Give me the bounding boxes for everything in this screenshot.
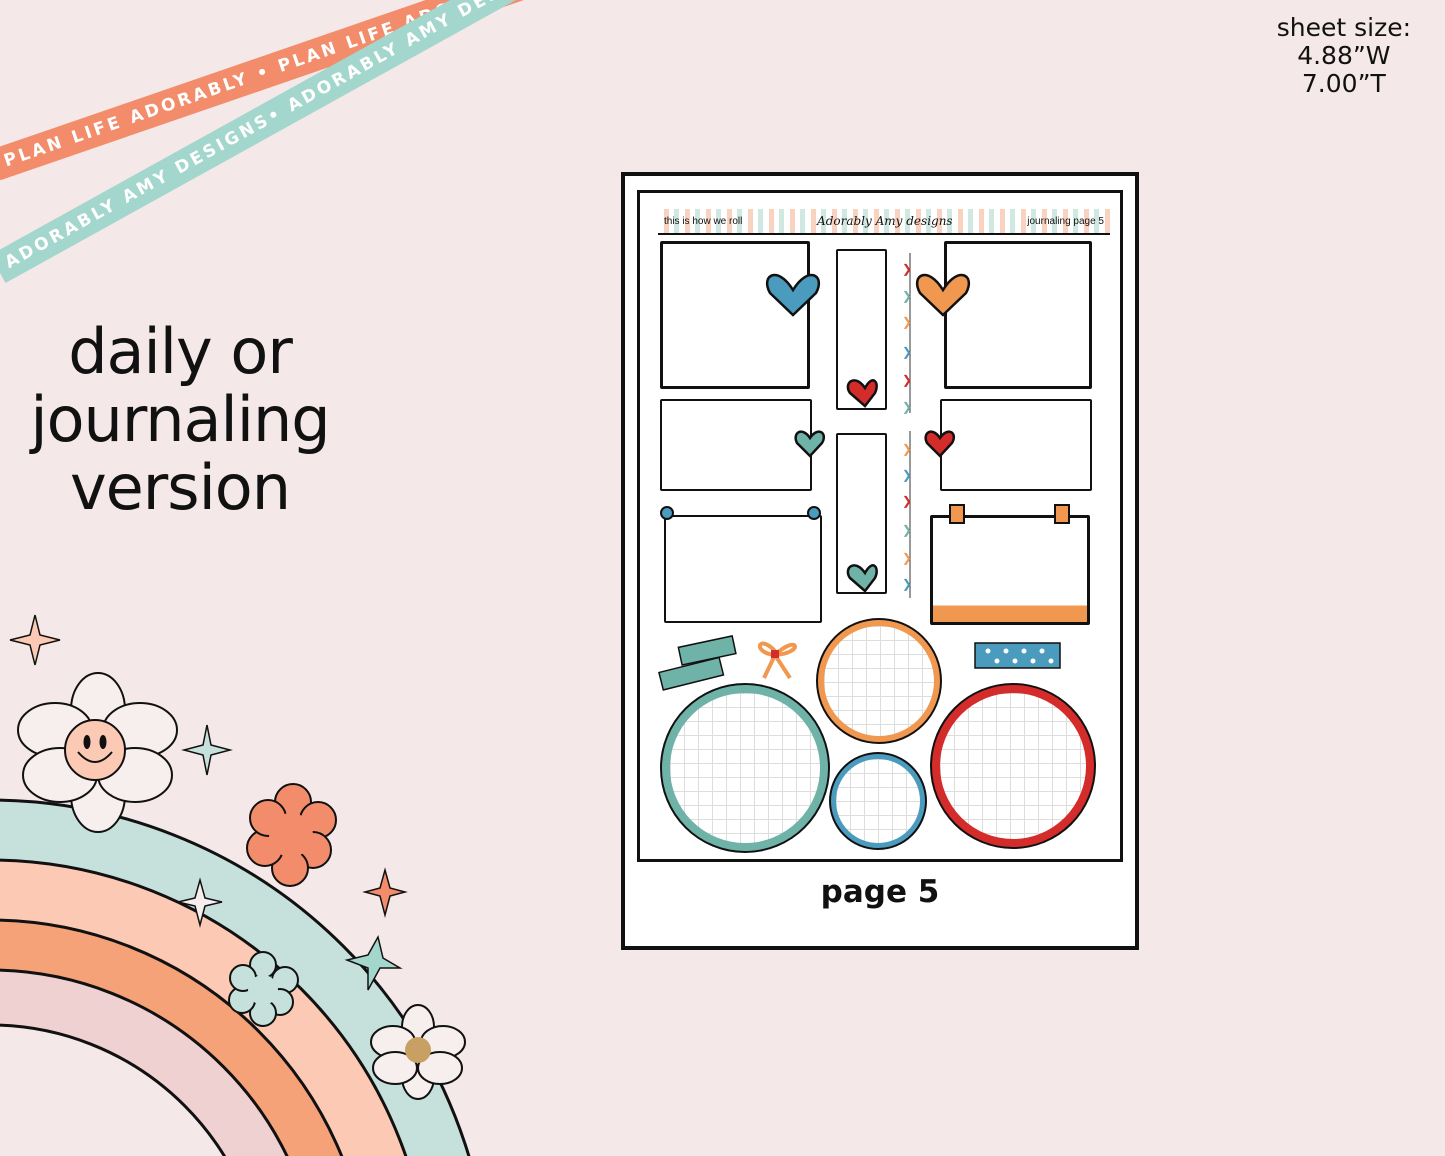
sparkle-icon bbox=[177, 877, 223, 928]
page-label: page 5 bbox=[820, 874, 940, 910]
washi-tape-striped-icon bbox=[658, 635, 737, 691]
daisy-flower-icon bbox=[370, 1004, 466, 1100]
svg-text:❯: ❯ bbox=[902, 551, 912, 565]
heart-garland-top: ❯ ❯ ❯ ❯ ❯ ❯ bbox=[902, 253, 912, 414]
sheet-size-info: sheet size: 4.88”W 7.00”T bbox=[1277, 14, 1411, 98]
sticker-sheet-card: this is how we roll Adorably Amy designs… bbox=[621, 172, 1139, 950]
tape-tab-icon bbox=[1054, 504, 1070, 524]
star-icon bbox=[344, 934, 403, 991]
svg-text:❯: ❯ bbox=[902, 577, 912, 591]
teal-circle-sticker bbox=[662, 685, 828, 851]
sheet-header-strip: this is how we roll Adorably Amy designs… bbox=[658, 209, 1110, 235]
pinned-box-sticker bbox=[664, 515, 822, 623]
washi-tape-polka-icon bbox=[974, 642, 1061, 669]
svg-text:❯: ❯ bbox=[902, 442, 912, 456]
orange-heart-icon bbox=[915, 273, 971, 317]
svg-text:❯: ❯ bbox=[902, 523, 912, 537]
medium-box-sticker-red-heart bbox=[940, 399, 1092, 491]
svg-text:❯: ❯ bbox=[902, 468, 912, 482]
red-heart-icon bbox=[846, 379, 878, 408]
large-box-sticker-blue-heart bbox=[660, 241, 810, 389]
large-box-sticker-orange-heart bbox=[944, 241, 1092, 389]
sheet-size-label: sheet size: bbox=[1276, 13, 1411, 42]
svg-text:❯: ❯ bbox=[902, 345, 912, 359]
sparkle-icon bbox=[9, 614, 61, 666]
pushpin-icon bbox=[807, 506, 821, 520]
red-heart-icon bbox=[924, 430, 956, 458]
red-circle-sticker bbox=[932, 685, 1094, 847]
pushpin-icon bbox=[660, 506, 674, 520]
heart-garland-bottom: ❯ ❯ ❯ ❯ ❯ ❯ bbox=[902, 431, 912, 598]
sparkle-icon bbox=[362, 867, 408, 918]
plan-life-adorably-ribbon: PLAN LIFE ADORABLY • PLAN LIFE ADORABLY … bbox=[0, 0, 801, 181]
blue-heart-icon bbox=[765, 273, 821, 317]
coral-flower-icon bbox=[246, 783, 337, 887]
taped-note-sticker bbox=[930, 515, 1090, 625]
headline-line-3: version bbox=[69, 451, 291, 524]
sheet-height: 7.00”T bbox=[1301, 69, 1386, 98]
svg-text:❯: ❯ bbox=[902, 262, 912, 276]
sticker-sheet: this is how we roll Adorably Amy designs… bbox=[637, 190, 1123, 862]
orange-circle-sticker bbox=[818, 620, 940, 742]
rainbow-illustration bbox=[0, 614, 471, 1156]
smiley-flower-icon bbox=[17, 672, 178, 833]
brand-logo: Adorably Amy designs bbox=[817, 214, 953, 228]
tape-tab-icon bbox=[949, 504, 965, 524]
svg-text:❯: ❯ bbox=[902, 315, 912, 329]
bow-ribbon-icon bbox=[757, 641, 797, 680]
sticker-decorations: ❯ ❯ ❯ ❯ ❯ ❯ ❯ ❯ ❯ ❯ ❯ ❯ bbox=[658, 253, 1070, 691]
headline-line-2: journaling bbox=[30, 383, 330, 456]
teal-heart-icon bbox=[846, 564, 878, 593]
sheet-title: this is how we roll bbox=[664, 215, 743, 227]
svg-text:❯: ❯ bbox=[902, 400, 912, 414]
version-headline: daily or journaling version bbox=[10, 318, 350, 522]
teal-flower-icon bbox=[228, 951, 299, 1027]
svg-text:❯: ❯ bbox=[902, 494, 912, 508]
sheet-page-label: journaling page 5 bbox=[1027, 215, 1104, 227]
svg-text:❯: ❯ bbox=[902, 373, 912, 387]
blue-circle-sticker bbox=[831, 754, 925, 848]
teal-heart-icon bbox=[794, 430, 826, 458]
medium-box-sticker-teal-heart bbox=[660, 399, 812, 491]
sparkle-icon bbox=[181, 724, 233, 776]
headline-line-1: daily or bbox=[68, 315, 293, 388]
sheet-width: 4.88”W bbox=[1297, 41, 1391, 70]
svg-text:❯: ❯ bbox=[902, 289, 912, 303]
